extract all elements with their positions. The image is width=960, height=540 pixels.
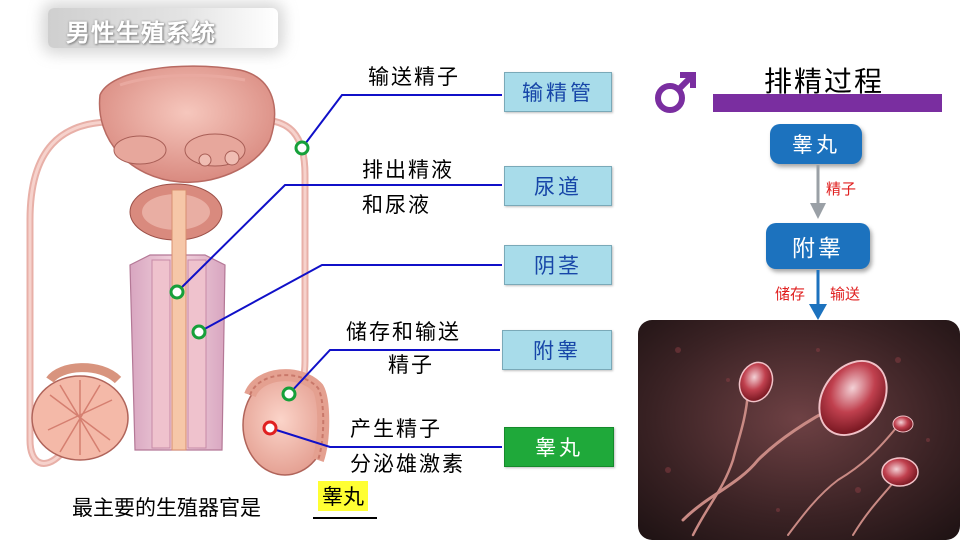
label-urethra-function-1: 排出精液	[362, 155, 454, 185]
answer-blank-line	[313, 517, 377, 519]
label-urethra-function-2: 和尿液	[362, 190, 431, 220]
marker-vas-deferens	[296, 142, 308, 154]
sperm-illustration	[638, 320, 960, 540]
marker-epididymis	[283, 388, 295, 400]
flow-step-epididymis: 附睾	[766, 223, 870, 269]
flow-arrow-1-label: 精子	[826, 178, 856, 199]
organ-box-epididymis: 附睾	[502, 330, 612, 370]
label-testis-function-2: 分泌雄激素	[350, 449, 465, 479]
organ-box-vas-deferens: 输精管	[504, 72, 612, 112]
flow-step-testis: 睾丸	[770, 124, 862, 164]
organ-box-urethra: 尿道	[504, 166, 612, 206]
marker-penis	[193, 326, 205, 338]
marker-urethra	[171, 286, 183, 298]
question-text: 最主要的生殖器官是	[72, 492, 261, 522]
leader-line-urethra	[177, 185, 502, 292]
marker-testis	[264, 422, 276, 434]
flow-arrow-2-label-right: 输送	[830, 283, 860, 304]
organ-box-testis: 睾丸	[504, 427, 614, 467]
label-epididymis-function-1: 储存和输送	[346, 317, 461, 347]
vas-deferens-right	[255, 120, 305, 392]
flow-arrow-2-label-left: 储存	[775, 283, 805, 304]
flow-title-bar	[713, 94, 942, 112]
urethra-channel	[172, 190, 186, 450]
label-epididymis-function-2: 精子	[388, 350, 434, 380]
organ-box-penis: 阴茎	[504, 245, 612, 285]
male-symbol-icon	[652, 70, 698, 116]
flow-arrow-2	[806, 270, 830, 322]
label-testis-function-1: 产生精子	[350, 414, 442, 444]
answer-text: 睾丸	[318, 481, 368, 511]
label-vas-deferens-function: 输送精子	[368, 62, 460, 92]
leader-line-vas-deferens	[302, 95, 502, 148]
